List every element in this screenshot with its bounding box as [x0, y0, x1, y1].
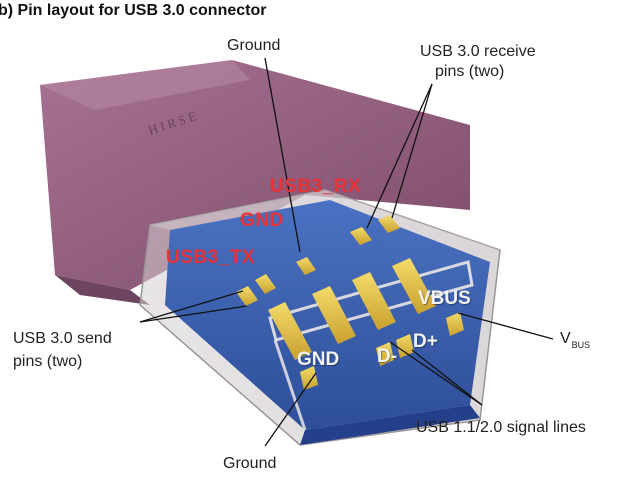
ground-bottom-label: Ground — [223, 454, 276, 473]
gnd-white-pin-label: GND — [297, 349, 339, 371]
usb3-rx-pin-label: USB3_RX — [270, 176, 361, 198]
d-minus-pin-label: D- — [377, 346, 397, 368]
gnd-red-pin-label: GND — [240, 210, 284, 232]
send-pins-label-line1: USB 3.0 send — [13, 329, 112, 348]
vbus-callout-sub: BUS — [572, 340, 591, 350]
receive-pins-label-line1: USB 3.0 receive — [420, 42, 536, 61]
send-pins-label-line2: pins (two) — [13, 352, 82, 371]
ground-top-label: Ground — [227, 36, 280, 55]
usb3-tx-pin-label: USB3_TX — [166, 247, 255, 269]
vbus-callout-label: VBUS — [560, 330, 590, 350]
vbus-callout-main: V — [560, 330, 571, 347]
vbus-pin-label: VBUS — [418, 288, 471, 310]
d-plus-pin-label: D+ — [413, 331, 438, 353]
receive-pins-label-line2: pins (two) — [435, 62, 504, 81]
signal-lines-label: USB 1.1/2.0 signal lines — [416, 418, 586, 437]
